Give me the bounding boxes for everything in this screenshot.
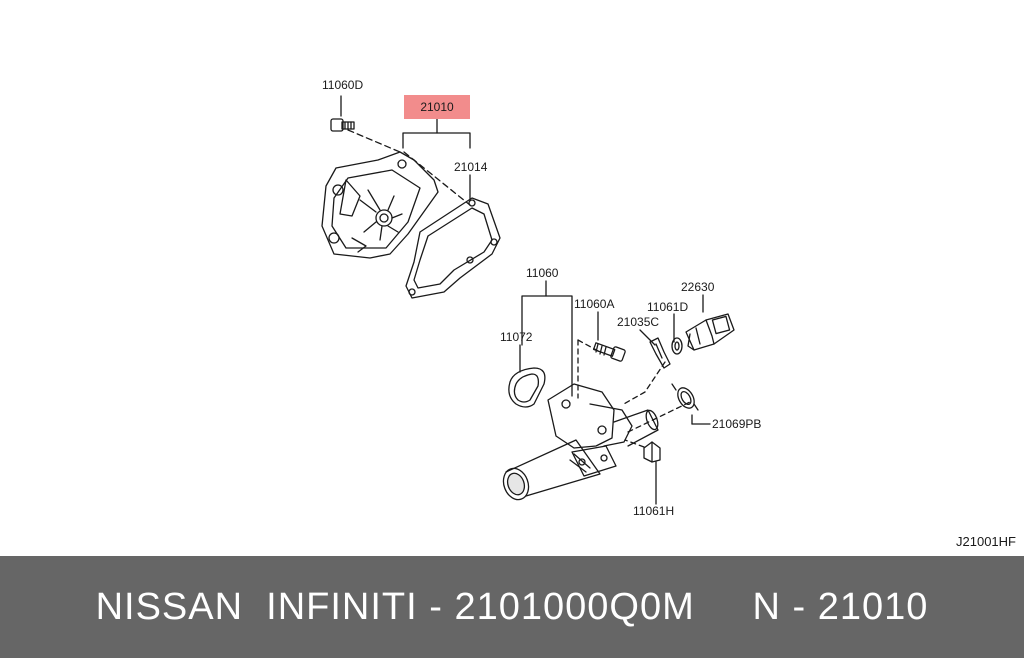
- footer-bar: NISSAN INFINITI - 2101000Q0M N - 21010: [0, 556, 1024, 658]
- highlighted-part-21010: 21010: [404, 95, 470, 119]
- bolt-11060d: [330, 118, 355, 132]
- label-21014: 21014: [454, 160, 488, 174]
- clamp-21069pb: [671, 383, 699, 411]
- washer-11061d: [671, 337, 683, 355]
- label-21035c: 21035C: [617, 315, 660, 329]
- label-21069pb: 21069PB: [712, 417, 762, 431]
- plug-11061h: [643, 441, 661, 463]
- o-ring-11072: [508, 367, 546, 408]
- water-pump-21010: [321, 151, 439, 259]
- diagram-drawing: [321, 95, 735, 505]
- label-11061d: 11061D: [647, 300, 689, 314]
- part-number-caption: NISSAN INFINITI - 2101000Q0M N - 21010: [95, 585, 929, 628]
- parts-diagram: 11060D 21010 21014 11060 11060A 11061D 2…: [321, 78, 1016, 549]
- label-11060: 11060: [526, 266, 559, 280]
- gasket-21014: [405, 197, 501, 299]
- sensor-22630: [685, 313, 735, 351]
- label-11072: 11072: [500, 330, 533, 344]
- bolt-11060a: [592, 342, 626, 362]
- label-11060a: 11060A: [574, 297, 615, 311]
- label-21010: 21010: [420, 100, 454, 114]
- label-11060d: 11060D: [322, 78, 364, 92]
- diagram-code: J21001HF: [956, 534, 1016, 549]
- clip-21035c: [649, 337, 671, 369]
- water-outlet-11060: [502, 383, 659, 501]
- label-22630: 22630: [681, 280, 715, 294]
- label-11061h: 11061H: [633, 504, 675, 518]
